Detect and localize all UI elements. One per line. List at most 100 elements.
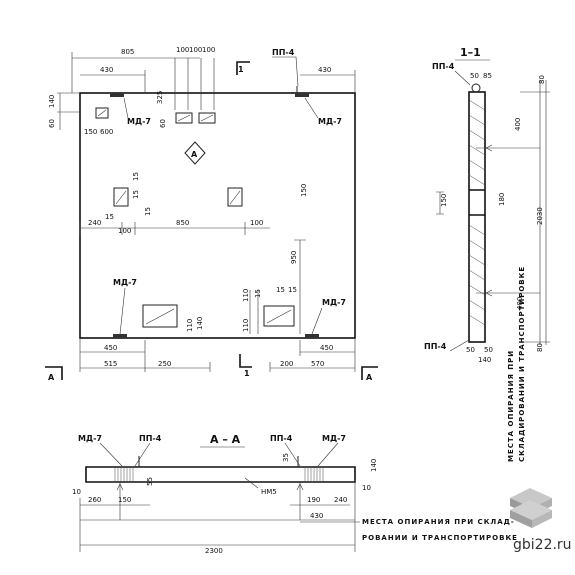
dim-left-600: 600 xyxy=(100,128,113,136)
dim-top-430-left: 430 xyxy=(100,66,113,74)
dim-top-100-a: 100 xyxy=(176,46,189,54)
dim-aa-2300: 2300 xyxy=(205,547,223,555)
opening-bottom-right xyxy=(263,305,295,327)
cut-1-bottom-marker xyxy=(239,354,252,368)
section-1-1-title: 1–1 xyxy=(460,46,481,59)
dim-aa-10-left: 10 xyxy=(72,488,81,496)
dim-mid-100b: 100 xyxy=(250,219,263,227)
label-pp4-aa-left: ПП-4 xyxy=(139,434,162,443)
cut-a-right-marker xyxy=(361,366,378,380)
dim-top-100-b: 100 xyxy=(189,46,202,54)
label-md7-bl: МД-7 xyxy=(113,278,137,287)
label-md7-tr: МД-7 xyxy=(318,117,342,126)
dim-top-430-right: 430 xyxy=(318,66,331,74)
dim-aa-240: 240 xyxy=(334,496,347,504)
dim-s1-50c: 50 xyxy=(484,346,493,354)
dim-mid-150: 150 xyxy=(300,184,308,197)
dim-bot-250: 250 xyxy=(158,360,171,368)
label-pp4-section-bottom: ПП-4 xyxy=(424,342,447,351)
dim-s1-2030: 2030 xyxy=(536,207,544,225)
opening-top-2 xyxy=(198,112,216,124)
opening-mid-right xyxy=(227,187,243,207)
embed-plate-md7-tr xyxy=(295,93,309,97)
nm5-label: НМ5 xyxy=(261,488,277,496)
slab-hatch xyxy=(468,99,486,326)
dim-s1-180: 180 xyxy=(498,193,506,206)
dim-left-60: 60 xyxy=(48,119,56,128)
dim-aa-430: 430 xyxy=(310,512,323,520)
label-md7-aa-right: МД-7 xyxy=(322,434,346,443)
slab-aa-hatch-right xyxy=(304,467,324,482)
dim-s1-80-bottom: 80 xyxy=(536,343,544,352)
embed-plate-md7-tl xyxy=(110,93,124,97)
dim-s1-50b: 50 xyxy=(466,346,475,354)
lifting-loop-section xyxy=(471,83,481,93)
dim-low-110a: 110 xyxy=(242,289,250,302)
cut-1-top-label: 1 xyxy=(238,65,244,74)
dim-low-110c: 110 xyxy=(186,319,194,332)
mark-a-text: А xyxy=(191,150,198,159)
dim-mid-850: 850 xyxy=(176,219,189,227)
label-md7-aa-left: МД-7 xyxy=(78,434,102,443)
cut-a-right-label: А xyxy=(366,373,373,382)
note-s1-line1: МЕСТА ОПИРАНИЯ ПРИ xyxy=(507,350,515,462)
note-aa-line1: МЕСТА ОПИРАНИЯ ПРИ СКЛАД- xyxy=(362,518,515,526)
dim-mid-15c: 15 xyxy=(144,207,152,216)
dim-low-15b: 15 xyxy=(276,286,285,294)
section-a-a: А – А МД-7 ПП-4 ПП-4 МД-7 10 260 150 55 … xyxy=(72,433,517,555)
slab-aa-hatch-left xyxy=(114,467,134,482)
dim-left-150: 150 xyxy=(84,128,97,136)
opening-tl xyxy=(95,107,109,119)
dim-mid-15a: 15 xyxy=(132,172,140,181)
dim-s1-400-bottom: 400 xyxy=(516,297,524,310)
cut-1-bottom-label: 1 xyxy=(244,369,250,378)
watermark-logo xyxy=(510,488,552,528)
dim-top-100-c: 100 xyxy=(202,46,215,54)
label-md7-tl: МД-7 xyxy=(127,117,151,126)
opening-top-1 xyxy=(175,112,193,124)
dim-mid-100: 100 xyxy=(118,227,131,235)
embed-plate-md7-br xyxy=(305,334,319,338)
section-1-1: 1–1 ПП-4 50 85 80 400 180 150 2030 400 8… xyxy=(424,46,550,462)
section-a-a-title: А – А xyxy=(210,433,241,446)
embed-plate-md7-bl xyxy=(113,334,127,338)
label-pp4-section-top: ПП-4 xyxy=(432,62,455,71)
dim-left-140: 140 xyxy=(48,95,56,108)
dim-bot-450-left: 450 xyxy=(104,344,117,352)
opening-mid-left xyxy=(113,187,129,207)
dim-mid-15d: 15 xyxy=(105,213,114,221)
dim-s1-140: 140 xyxy=(478,356,491,364)
dim-aa-140: 140 xyxy=(370,459,378,472)
slab-section-body xyxy=(468,91,486,343)
dim-bot-450-right: 450 xyxy=(320,344,333,352)
dim-s1-85: 85 xyxy=(483,72,492,80)
cut-a-left-marker xyxy=(45,366,63,380)
dim-aa-35: 35 xyxy=(282,453,290,462)
dim-bot-570: 570 xyxy=(311,360,324,368)
dim-low-15c: 15 xyxy=(288,286,297,294)
cut-1-top-marker xyxy=(236,61,250,75)
dim-s1-400-top: 400 xyxy=(514,118,522,131)
dim-low-15a: 15 xyxy=(254,289,262,298)
dim-mid-15b: 15 xyxy=(132,190,140,199)
dim-left-325: 325 xyxy=(156,91,164,104)
dim-s1-50: 50 xyxy=(470,72,479,80)
cut-a-left-label: А xyxy=(48,373,55,382)
dim-bot-200: 200 xyxy=(280,360,293,368)
dim-top-805: 805 xyxy=(121,48,134,56)
watermark-text: gbi22.ru xyxy=(513,537,572,553)
mark-a-diamond xyxy=(184,141,206,165)
dim-left-60b: 60 xyxy=(159,119,167,128)
dim-aa-10-right: 10 xyxy=(362,484,371,492)
slab-aa-body xyxy=(85,466,356,483)
dim-aa-150: 150 xyxy=(118,496,131,504)
label-pp4-aa-right: ПП-4 xyxy=(270,434,293,443)
panel-outline xyxy=(79,92,356,339)
plan-view: А 805 430 100 100 100 430 1 ПП-4 МД-7 МД… xyxy=(45,46,378,382)
dim-s1-150: 150 xyxy=(440,194,448,207)
dim-bot-515: 515 xyxy=(104,360,117,368)
note-s1-line2: СКЛАДИРОВАНИИ И ТРАНСПОРТИРОВКЕ xyxy=(518,266,526,462)
dim-aa-260: 260 xyxy=(88,496,101,504)
